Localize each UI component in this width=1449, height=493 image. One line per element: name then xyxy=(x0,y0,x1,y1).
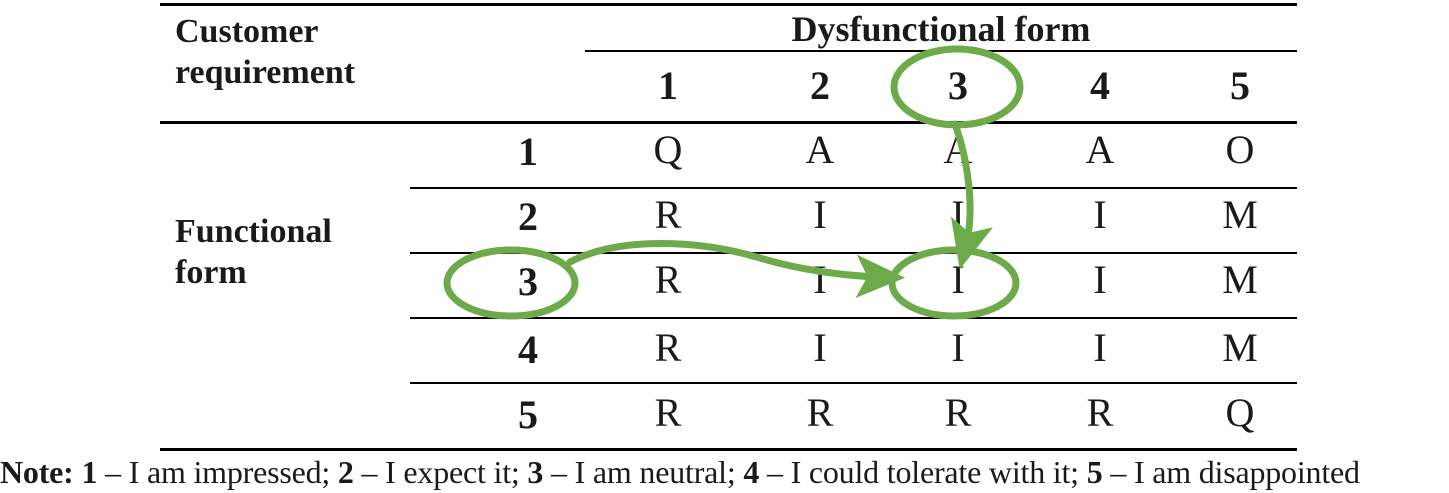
row-header-5: 5 xyxy=(518,392,538,437)
cell-r2c4: I xyxy=(1093,192,1107,237)
note-key-5: 5 xyxy=(1086,454,1103,490)
row-group-label-functional-form: Functional form xyxy=(175,213,332,292)
cell-r5c2: R xyxy=(806,390,834,435)
cell-r1c4: A xyxy=(1085,127,1115,172)
column-header-1: 1 xyxy=(658,63,678,108)
column-group-header-dysfunctional-form: Dysfunctional form xyxy=(791,9,1091,49)
row-divider-1 xyxy=(410,187,1297,189)
row-header-3: 3 xyxy=(518,259,538,304)
note-dash-4: – xyxy=(767,454,783,490)
cell-r4c2: I xyxy=(813,325,827,370)
row-divider-3 xyxy=(410,317,1297,319)
note-label: Note: xyxy=(0,454,74,490)
cell-r5c4: R xyxy=(1086,390,1114,435)
cell-r1c1: Q xyxy=(653,127,683,172)
note-text-1: I am impressed; xyxy=(128,454,331,490)
column-group-underline xyxy=(585,50,1297,52)
corner-label-customer-requirement: Customer requirement xyxy=(175,13,356,92)
note-text-2: I expect it; xyxy=(385,454,520,490)
note-dash-2: – xyxy=(361,454,378,490)
cell-r4c3: I xyxy=(951,325,965,370)
column-header-2: 2 xyxy=(810,63,830,108)
note-line: Note: 1 – I am impressed; 2 – I expect i… xyxy=(0,456,1449,488)
cell-r3c3: I xyxy=(951,257,965,302)
row-divider-2 xyxy=(410,252,1297,254)
cell-r3c5: M xyxy=(1222,257,1258,302)
cell-r2c3: I xyxy=(951,192,965,237)
header-bottom-rule xyxy=(160,121,1297,124)
row-divider-4 xyxy=(410,382,1297,384)
cell-r4c4: I xyxy=(1093,325,1107,370)
note-dash-5: – xyxy=(1110,454,1127,490)
note-text-3: I am neutral; xyxy=(574,454,736,490)
cell-r3c4: I xyxy=(1093,257,1107,302)
cell-r4c1: R xyxy=(654,325,682,370)
cell-r4c5: M xyxy=(1222,325,1258,370)
table-top-rule xyxy=(160,3,1297,6)
note-key-3: 3 xyxy=(527,454,544,490)
note-text-4: I could tolerate with it; xyxy=(790,454,1079,490)
cell-r2c5: M xyxy=(1222,192,1258,237)
cell-r1c3: A xyxy=(943,127,973,172)
cell-r2c2: I xyxy=(813,192,827,237)
row-header-1: 1 xyxy=(518,129,538,174)
column-header-3: 3 xyxy=(948,63,968,108)
note-dash-1: – xyxy=(105,454,121,490)
row-header-4: 4 xyxy=(518,327,538,372)
note-text-5: I am disappointed xyxy=(1133,454,1360,490)
column-header-4: 4 xyxy=(1090,63,1110,108)
note-key-1: 1 xyxy=(81,454,98,490)
column-header-5: 5 xyxy=(1230,63,1250,108)
cell-r3c1: R xyxy=(654,257,682,302)
cell-r1c5: O xyxy=(1225,127,1255,172)
cell-r3c2: I xyxy=(813,257,827,302)
cell-r5c3: R xyxy=(944,390,972,435)
note-dash-3: – xyxy=(551,454,567,490)
table-bottom-rule xyxy=(160,448,1297,451)
note-key-2: 2 xyxy=(337,454,354,490)
cell-r1c2: A xyxy=(805,127,835,172)
cell-r5c1: R xyxy=(654,390,682,435)
cell-r2c1: R xyxy=(654,192,682,237)
row-header-2: 2 xyxy=(518,194,538,239)
cell-r5c5: Q xyxy=(1225,390,1255,435)
note-key-4: 4 xyxy=(743,454,760,490)
